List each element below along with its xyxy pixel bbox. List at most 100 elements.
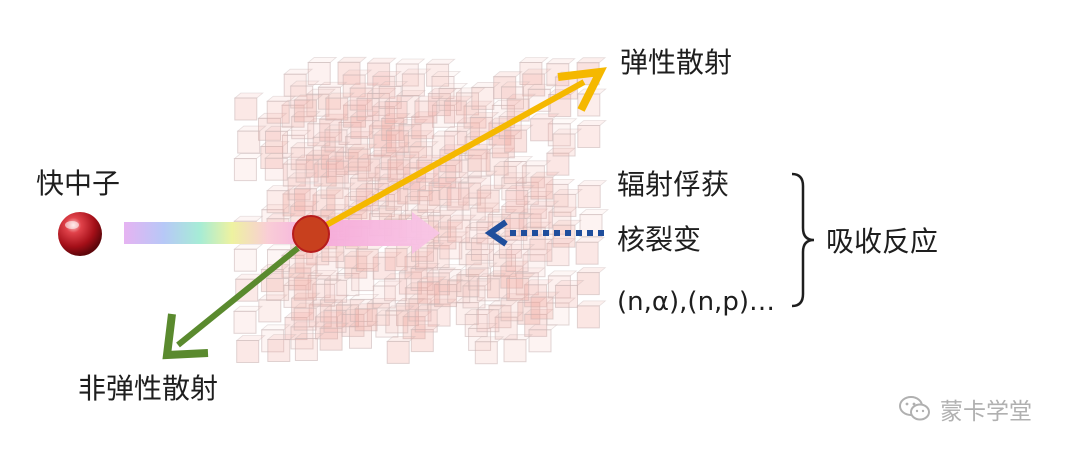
- inelastic-scattering-arrow-shaft: [176, 245, 300, 348]
- lattice-cell-top: [259, 141, 290, 147]
- lattice-cell: [294, 338, 318, 361]
- lattice-cell-top: [371, 70, 402, 77]
- lattice-cell: [474, 341, 498, 365]
- lattice-cell: [576, 272, 600, 296]
- lattice-cell-top: [500, 172, 531, 179]
- elastic-scattering-arrow-shaft: [310, 79, 586, 236]
- incident-neutron-beam: [124, 222, 304, 244]
- lattice-cell: [500, 298, 524, 322]
- lattice-cell-top: [547, 270, 578, 277]
- lattice-cell: [415, 247, 439, 271]
- lattice-cell: [439, 206, 463, 230]
- lattice-cell: [402, 316, 426, 340]
- lattice-cell-top: [527, 83, 558, 90]
- lattice-cell: [458, 154, 482, 178]
- lattice-cell-top: [290, 292, 321, 299]
- lattice-cell: [384, 101, 408, 124]
- lattice-cell-top: [470, 82, 501, 88]
- absorption-arrowhead: [484, 219, 508, 247]
- lattice-cell: [476, 309, 500, 333]
- label-radiative-capture: 辐射俘获: [617, 168, 730, 201]
- lattice-cell: [445, 159, 469, 183]
- lattice-cell: [264, 157, 288, 181]
- lattice-cell-top: [265, 213, 297, 220]
- lattice-cell: [505, 190, 529, 214]
- lattice-cell-top: [372, 280, 403, 287]
- lattice-cell-top: [401, 68, 432, 75]
- lattice-cell: [575, 241, 599, 265]
- lattice-cell-top: [295, 154, 326, 161]
- lattice-cell: [385, 130, 409, 154]
- lattice-cell: [375, 314, 399, 338]
- lattice-cell: [290, 147, 314, 171]
- lattice-cell-top: [282, 279, 314, 286]
- lattice-cell-top: [289, 80, 320, 87]
- lattice-cell-top: [437, 264, 469, 271]
- lattice-cell: [384, 278, 408, 302]
- lattice-cell: [347, 148, 371, 172]
- lattice-cell: [351, 268, 375, 292]
- lattice-cell-top: [475, 216, 507, 223]
- lattice-cell: [414, 309, 438, 333]
- lattice-cell: [325, 160, 349, 184]
- lattice-cell: [467, 148, 491, 172]
- lattice-cell-top: [578, 209, 610, 216]
- lattice-cell: [324, 129, 348, 153]
- lattice-cell-top: [492, 71, 523, 78]
- lattice-cell: [464, 314, 488, 337]
- lattice-cell: [468, 175, 492, 199]
- inelastic-scattering-arrowhead: [162, 313, 209, 360]
- lattice-cell-top: [349, 293, 380, 300]
- lattice-cell-top: [430, 71, 462, 77]
- lattice-cell-top: [324, 92, 355, 99]
- lattice-cell-top: [355, 93, 387, 99]
- lattice-cell: [503, 339, 527, 363]
- lattice-cell: [384, 248, 408, 272]
- lattice-cell: [528, 329, 552, 353]
- lattice-cell: [468, 327, 492, 351]
- lattice-cell-top: [575, 236, 606, 243]
- lattice-cell: [485, 152, 509, 176]
- lattice-cell: [291, 297, 315, 321]
- lattice-cell-top: [293, 272, 324, 279]
- lattice-cell: [409, 178, 433, 202]
- lattice-cell-top: [323, 274, 354, 281]
- lattice-cell-top: [395, 58, 426, 65]
- lattice-cell-top: [336, 56, 368, 63]
- lattice-cell-top: [353, 303, 385, 310]
- lattice-cell: [265, 130, 288, 154]
- lattice-cell-top: [349, 82, 380, 89]
- lattice-cell-top: [343, 250, 374, 257]
- lattice-cell: [431, 76, 455, 99]
- lattice-cell: [290, 326, 314, 350]
- lattice-cell-top: [415, 215, 446, 222]
- lattice-cell: [258, 117, 281, 141]
- lattice-cell: [267, 339, 291, 362]
- lattice-cell-top: [322, 304, 354, 311]
- lattice-cell-top: [281, 129, 312, 136]
- lattice-cell: [319, 327, 343, 351]
- lattice-cell-top: [500, 81, 531, 88]
- lattice-cell: [487, 275, 510, 299]
- lattice-cell: [552, 224, 576, 248]
- lattice-cell-top: [554, 280, 585, 286]
- lattice-cell: [386, 340, 410, 364]
- lattice-cell: [546, 243, 570, 267]
- lattice-cell: [325, 97, 349, 121]
- lattice-cell-top: [409, 263, 441, 269]
- lattice-cell: [471, 86, 495, 110]
- lattice-cell-top: [380, 113, 411, 119]
- lattice-cell: [266, 100, 290, 124]
- lattice-cell: [342, 74, 366, 98]
- lattice-cell: [260, 146, 284, 169]
- lattice-cell-top: [467, 322, 498, 329]
- lattice-cell: [236, 340, 260, 363]
- lattice-cell-top: [314, 311, 345, 318]
- lattice-cell: [529, 238, 553, 262]
- lattice-cell: [323, 309, 347, 333]
- lattice-cell-top: [529, 113, 560, 120]
- lattice-cell-top: [576, 300, 607, 307]
- lattice-cell-top: [415, 154, 446, 161]
- lattice-cell-top: [469, 111, 500, 118]
